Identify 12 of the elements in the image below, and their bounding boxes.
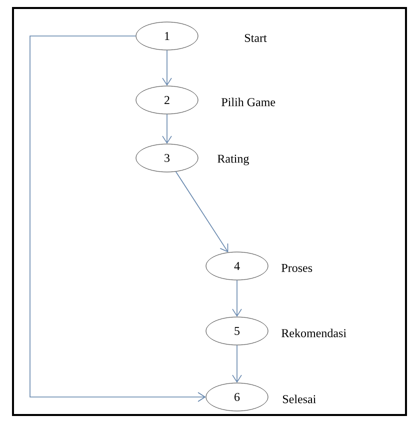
step-label: Rekomendasi bbox=[282, 328, 346, 338]
arrow bbox=[232, 280, 242, 317]
step-label: Start bbox=[245, 34, 267, 42]
arrow bbox=[30, 36, 206, 402]
arrow bbox=[232, 344, 242, 383]
arrow bbox=[162, 114, 172, 144]
arrow bbox=[175, 171, 228, 252]
step-label: Selesai bbox=[283, 394, 316, 404]
step-label: Pilih Game bbox=[222, 98, 276, 106]
step-label: Rating bbox=[218, 154, 249, 166]
step-label: Proses bbox=[282, 264, 312, 272]
arrow bbox=[162, 50, 172, 86]
